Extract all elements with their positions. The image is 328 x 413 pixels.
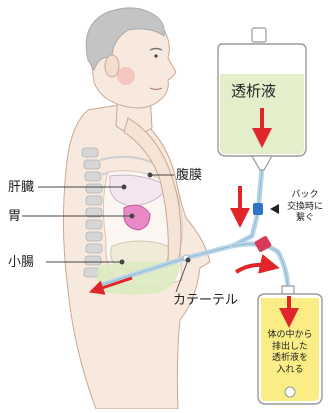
drain-note-line-3: 透析液を xyxy=(261,353,319,365)
peritoneum-label: 腹膜 xyxy=(176,168,202,183)
clamp xyxy=(254,235,272,252)
catheter-label: カテーテル xyxy=(173,293,238,308)
cheek xyxy=(117,67,135,85)
bag-exchange-note: バック 交換時に 繋ぐ xyxy=(283,190,327,225)
stomach-label: 胃 xyxy=(8,209,21,224)
drain-note-line-1: 体の中から xyxy=(261,330,319,342)
drain-note-line-2: 排出した xyxy=(261,342,319,354)
eye xyxy=(154,54,157,57)
small-intestine-label: 小腸 xyxy=(8,255,34,270)
left-pointing-triangle-icon xyxy=(270,204,279,214)
dialysate-label: 透析液 xyxy=(231,84,276,99)
curved-arrow-icon xyxy=(236,265,270,272)
bag-exchange-line-1: バック xyxy=(283,190,327,202)
liver-label: 肝臓 xyxy=(8,180,34,195)
bag-exchange-line-2: 交換時に xyxy=(283,202,327,214)
bag-connector xyxy=(253,203,263,215)
ear xyxy=(105,55,119,77)
drain-note-line-4: 入れる xyxy=(261,365,319,377)
bag-exchange-line-3: 繋ぐ xyxy=(283,213,327,225)
drain-bag-note: 体の中から 排出した 透析液を 入れる xyxy=(261,330,319,376)
person xyxy=(63,8,210,409)
